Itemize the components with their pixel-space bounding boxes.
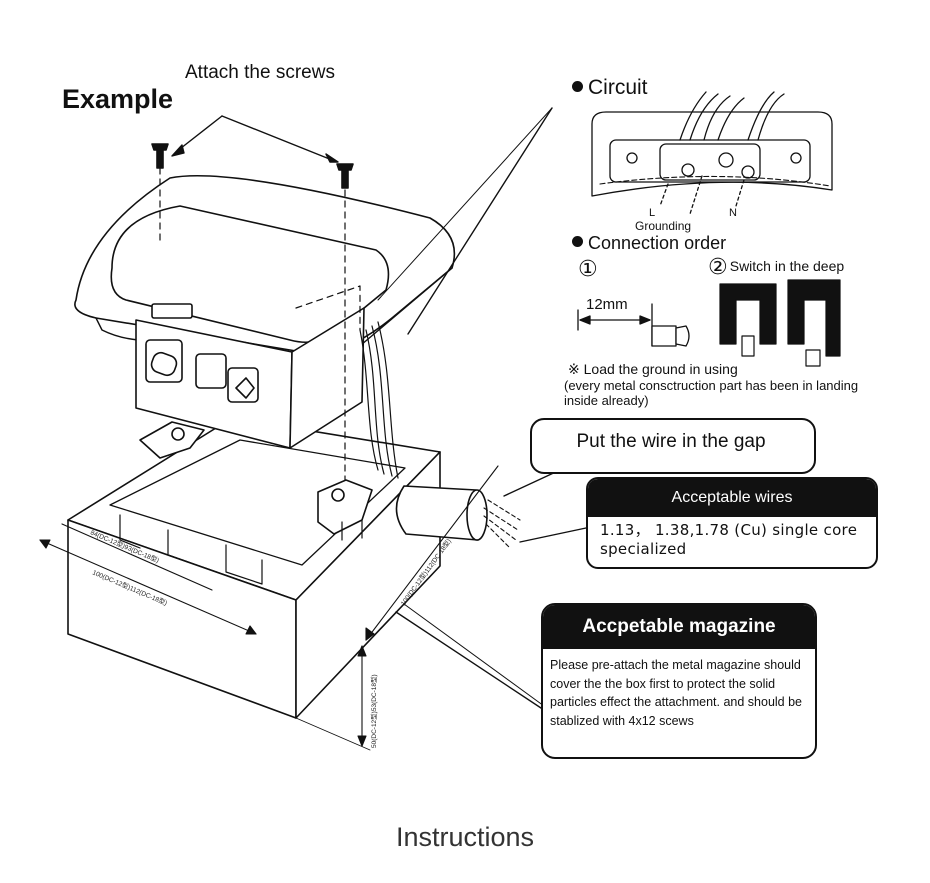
magazine-body: Please pre-attach the metal magazine sho… (550, 658, 803, 728)
gap-callout-text: Put the wire in the gap (576, 431, 766, 452)
magazine-title: Accpetable magazine (543, 605, 815, 649)
socket-unit (74, 174, 456, 449)
cable-conduit (395, 485, 521, 549)
gap-callout-bubble (530, 418, 816, 474)
grounding-label: Grounding (635, 219, 692, 233)
step-one-marker: ① (578, 256, 598, 281)
acceptable-wires-title: Acceptable wires (588, 479, 876, 517)
screws (151, 143, 354, 189)
magazine-box: Accpetable magazine (541, 603, 817, 759)
callout-lines (377, 107, 587, 711)
screws-label: Attach the screws (185, 62, 335, 83)
bullet-icon (572, 81, 583, 92)
example-title: Example (62, 84, 174, 114)
footer-caption: Instructions (395, 822, 535, 852)
screw-arrows (171, 115, 339, 163)
wire-bundle (359, 321, 399, 479)
strip-length-label: 12mm (586, 296, 628, 313)
wire-strip-illustration (577, 303, 690, 347)
screw-guides (159, 167, 361, 481)
metal-note: (every metal consctruction part has been… (564, 378, 859, 408)
acceptable-wires-box: Acceptable wires (586, 477, 878, 569)
circuit-illustration (591, 91, 833, 215)
connection-order-title: Connection order (572, 233, 726, 254)
circuit-title: Circuit (572, 76, 648, 100)
acceptable-wires-body: 1.13， 1.38,1.78 (Cu) single core special… (600, 521, 858, 558)
floor-box (67, 417, 441, 719)
dimension-lines (39, 465, 499, 751)
bullet-icon (572, 236, 583, 247)
dim-height: 50(DC-12型)53(DC-18型) (369, 674, 378, 748)
step-two-marker: ② (708, 254, 728, 279)
live-label: L (649, 207, 656, 219)
switch-illustration (719, 279, 841, 367)
ground-note: ※ Load the ground in using (568, 361, 738, 377)
neutral-label: N (729, 207, 737, 219)
